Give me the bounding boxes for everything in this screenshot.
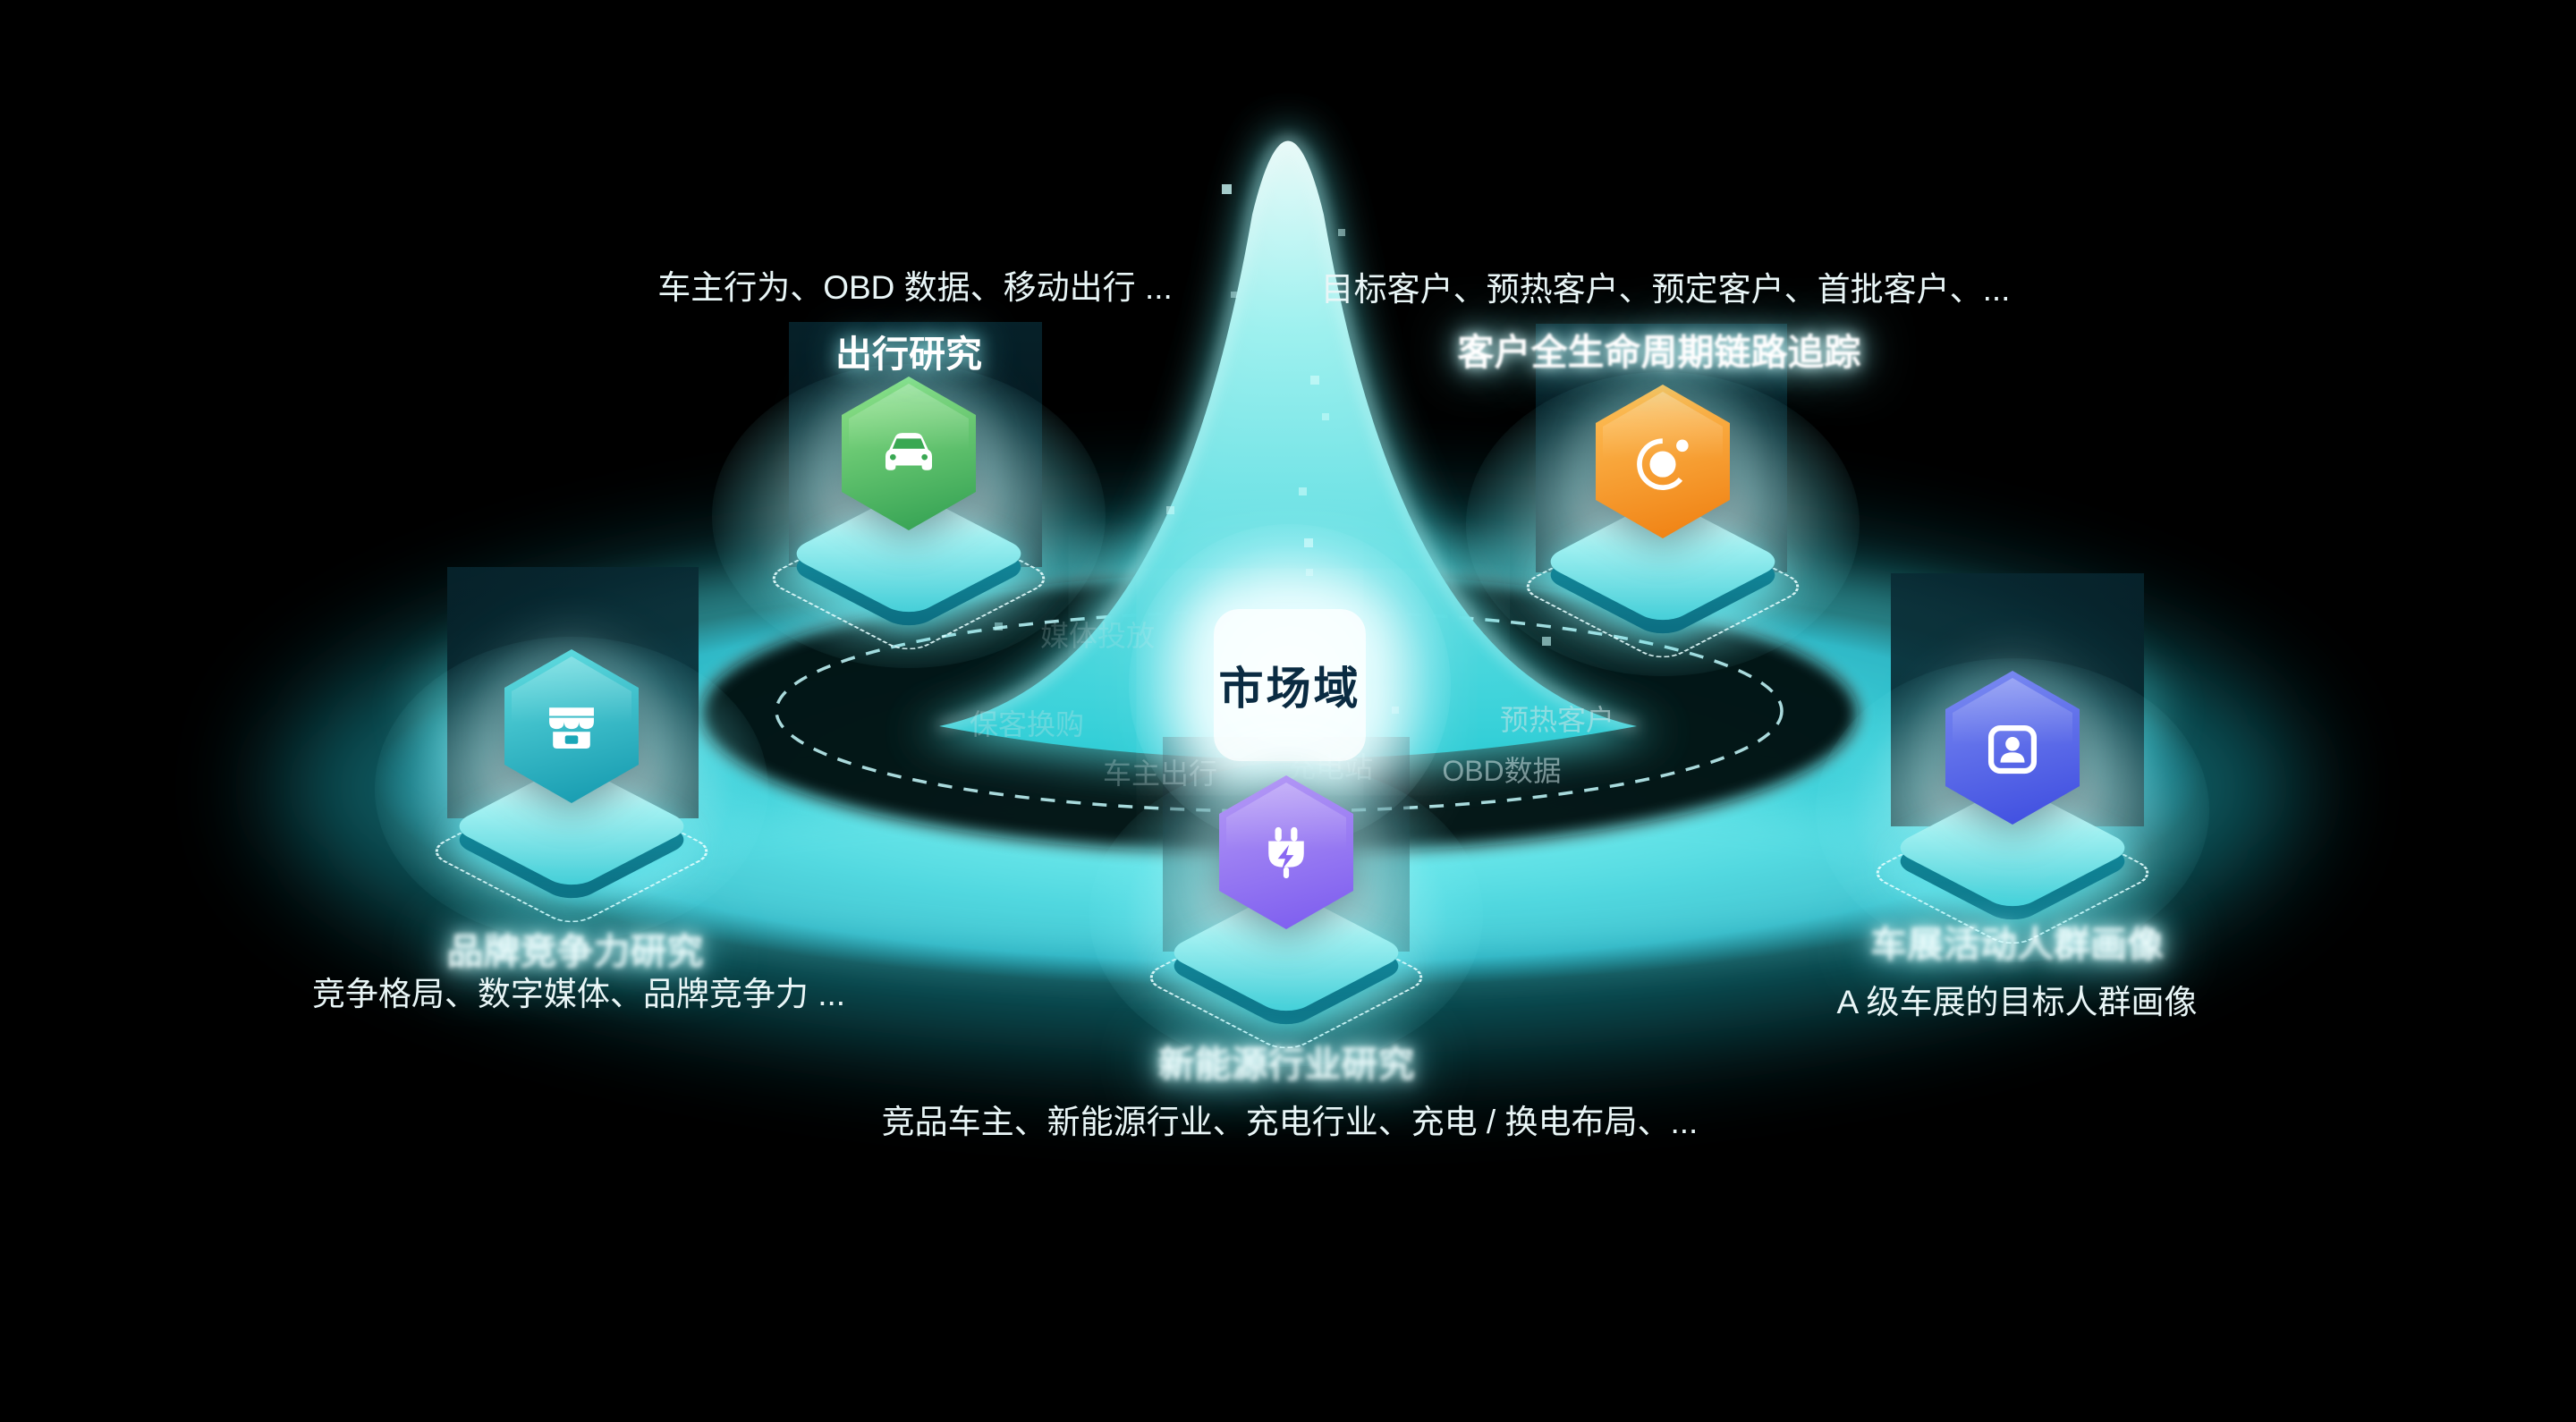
floating-label-repurchase: 保客换购 xyxy=(969,708,1085,741)
node-caption-customer-lifecycle: 目标客户、预热客户、预定客户、首批客户、... xyxy=(1320,271,2011,308)
node-caption-brand-competition: 竞争格局、数字媒体、品牌竞争力 ... xyxy=(311,976,846,1012)
person-card-icon xyxy=(1987,725,2038,774)
node-title-customer-lifecycle: 客户全生命周期链路追踪 xyxy=(1457,332,1861,373)
node-title-charging-industry: 新能源行业研究 xyxy=(1157,1044,1415,1085)
node-title-travel-research: 出行研究 xyxy=(835,334,982,375)
node-title-brand-competition: 品牌竞争力研究 xyxy=(446,931,704,972)
center-hub-chip xyxy=(1214,609,1366,761)
node-title-audience-profile: 车展活动人群画像 xyxy=(1870,924,2164,965)
floating-label-warm-customers: 预热客户 xyxy=(1499,704,1615,736)
node-caption-audience-profile: A 级车展的目标人群画像 xyxy=(1836,984,2198,1020)
plug-icon xyxy=(1268,826,1304,879)
node-caption-charging-industry: 竞品车主、新能源行业、充电行业、充电 / 换电布局、... xyxy=(881,1104,1699,1140)
storefront-icon xyxy=(549,707,594,749)
center-hub-label: 市场域 xyxy=(1218,664,1361,714)
floating-label-obd-data: OBD数据 xyxy=(1442,755,1562,787)
car-icon xyxy=(886,433,932,470)
node-caption-travel-research: 车主行为、OBD 数据、移动出行 ... xyxy=(657,269,1173,306)
orbit-icon xyxy=(1637,438,1689,490)
